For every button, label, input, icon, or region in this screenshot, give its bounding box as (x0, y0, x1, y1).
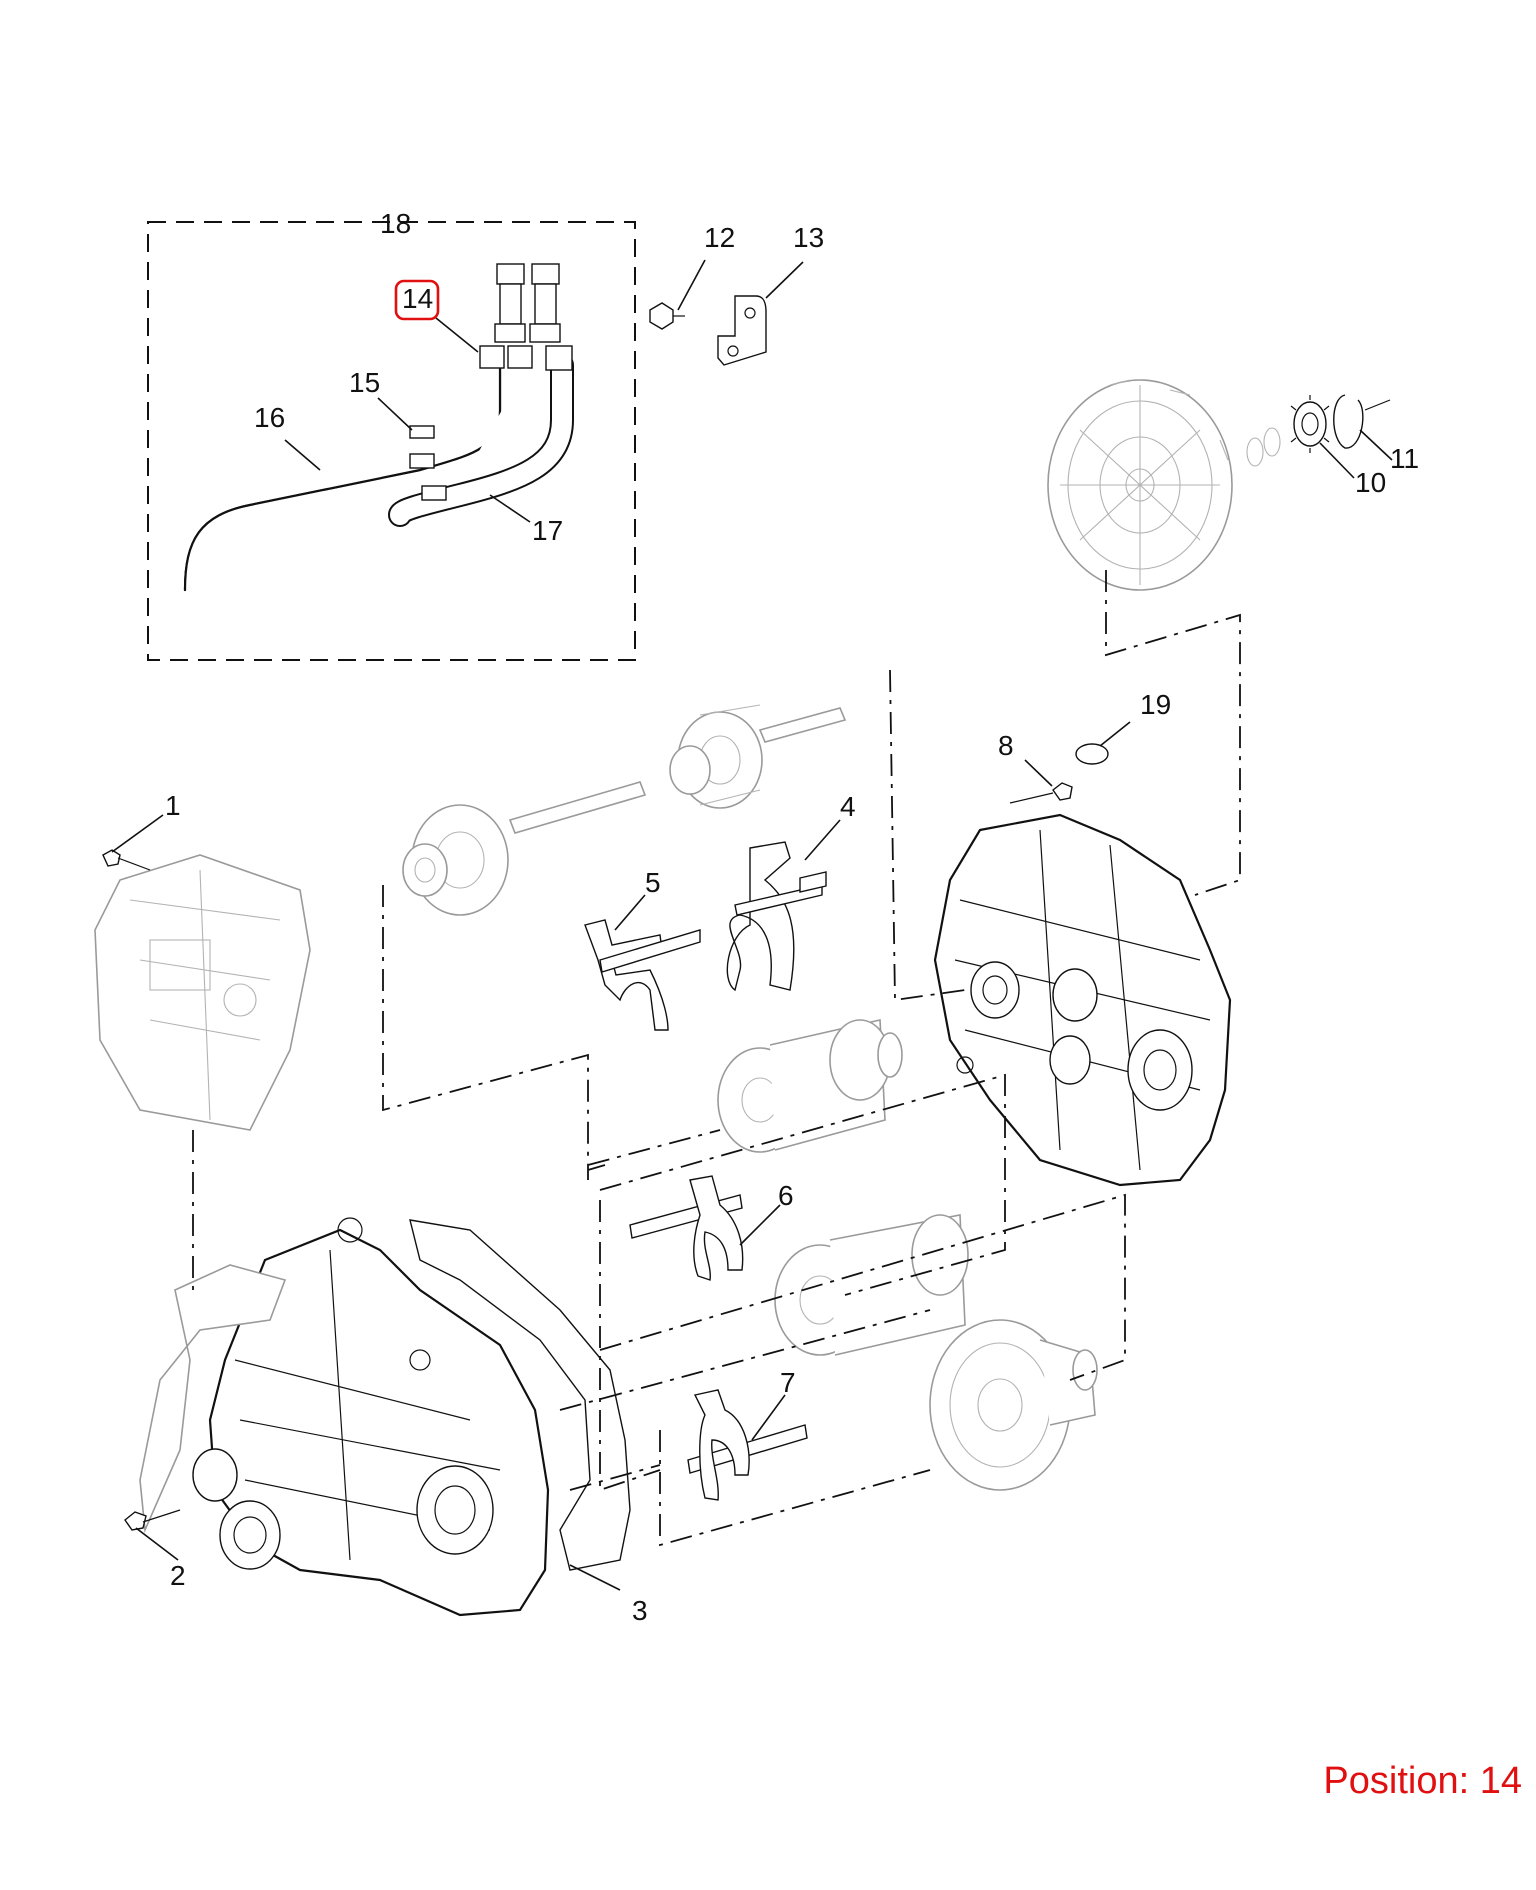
shift-fork-5[interactable] (584, 919, 701, 1031)
kit-dashed-boundary (147, 221, 636, 661)
callout-4[interactable]: 4 (840, 791, 856, 822)
callout-13[interactable]: 13 (793, 222, 824, 253)
callout-14-highlight (394, 279, 440, 321)
callout-labels: 18 14 15 16 17 12 13 11 10 19 8 1 4 5 6 … (165, 208, 1419, 1626)
countershaft-gear-cluster-lower[interactable] (774, 1214, 969, 1356)
pipe-fitting-right[interactable] (529, 263, 561, 343)
shift-fork-6[interactable] (629, 1175, 744, 1281)
callout-10[interactable]: 10 (1355, 467, 1386, 498)
clutch-assembly[interactable] (1047, 379, 1233, 591)
callout-5[interactable]: 5 (645, 867, 661, 898)
pipe-retaining-clip-14[interactable] (479, 345, 573, 371)
position-indicator: Position: 14 (1323, 1760, 1522, 1802)
callout-12[interactable]: 12 (704, 222, 735, 253)
callout-7[interactable]: 7 (780, 1367, 796, 1398)
shims-washers (1246, 427, 1281, 467)
callout-2[interactable]: 2 (170, 1560, 186, 1591)
transmission-case-left-ghost[interactable] (94, 854, 311, 1131)
callout-17[interactable]: 17 (532, 515, 563, 546)
countershaft-gear-cluster-upper[interactable] (717, 1019, 903, 1153)
pipe-fitting-left[interactable] (494, 263, 526, 343)
differential-assembly[interactable] (929, 1319, 1098, 1491)
plug-19[interactable] (1075, 743, 1109, 765)
callout-6[interactable]: 6 (778, 1180, 794, 1211)
input-shaft-upper[interactable] (402, 781, 647, 916)
cooler-pipe-kit-group (147, 221, 636, 661)
callout-3[interactable]: 3 (632, 1595, 648, 1626)
clutch-housing[interactable] (933, 813, 1232, 1187)
assembly-centerlines (192, 570, 1241, 1547)
callout-8[interactable]: 8 (998, 730, 1014, 761)
shift-fork-7[interactable] (687, 1389, 808, 1501)
shift-fork-4[interactable] (726, 841, 827, 992)
callout-18[interactable]: 18 (380, 208, 411, 239)
callout-15[interactable]: 15 (349, 367, 380, 398)
callout-leaders (111, 259, 1393, 1591)
callout-16[interactable]: 16 (254, 402, 285, 433)
snap-ring-11[interactable] (1333, 394, 1391, 449)
bolt-1[interactable] (102, 849, 151, 871)
bolt-2[interactable] (124, 1509, 181, 1531)
callout-14[interactable]: 14 (402, 283, 433, 314)
pipe-bracket-15[interactable] (409, 425, 447, 501)
ring-gear-10[interactable] (1290, 395, 1330, 453)
bolt-12[interactable] (649, 302, 685, 330)
callout-19[interactable]: 19 (1140, 689, 1171, 720)
bolt-8[interactable] (1009, 782, 1073, 804)
housing-gasket[interactable] (139, 1219, 631, 1571)
callout-1[interactable]: 1 (165, 790, 181, 821)
bracket-13[interactable] (717, 295, 767, 366)
output-shaft-upper[interactable] (669, 704, 847, 809)
callout-11[interactable]: 11 (1390, 443, 1419, 474)
transmission-housing-3[interactable] (192, 1217, 550, 1617)
